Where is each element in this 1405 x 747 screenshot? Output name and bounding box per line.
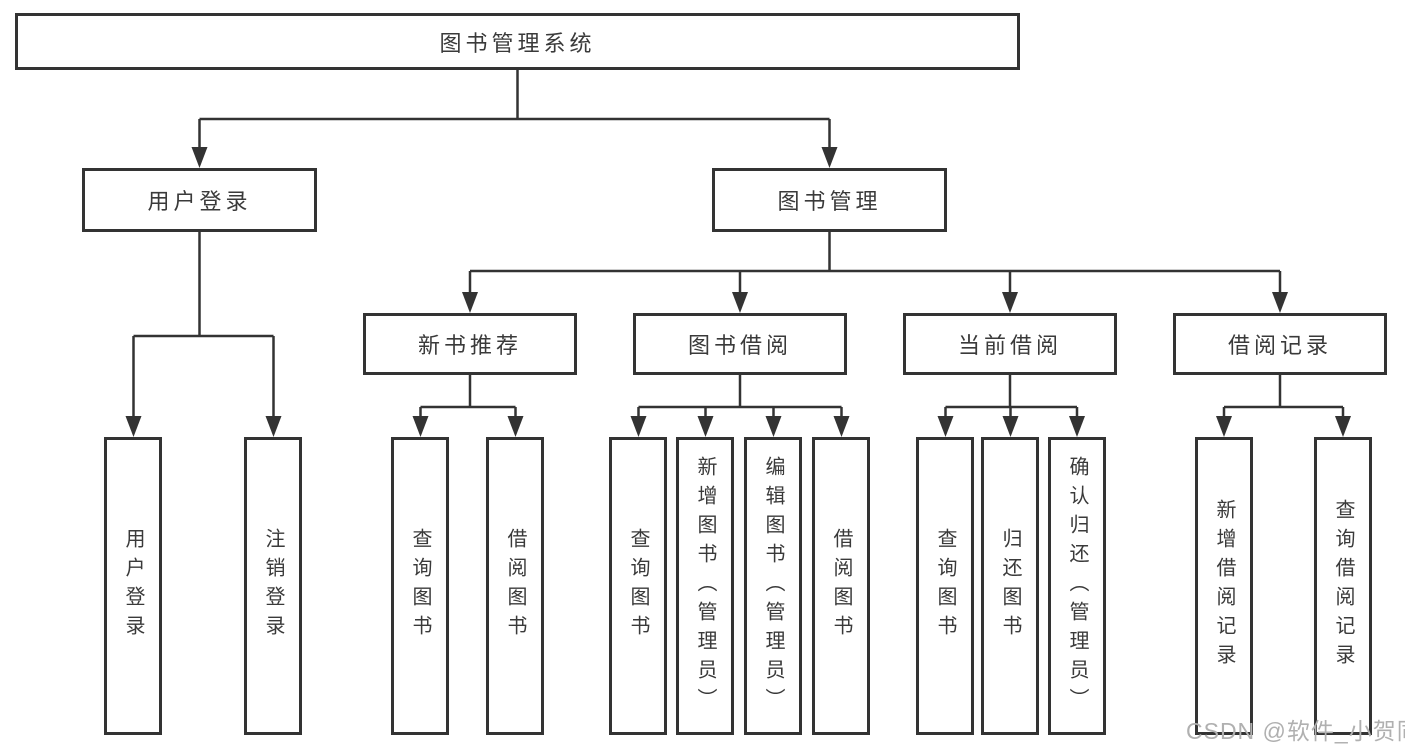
- arrow-down-icon: [821, 147, 838, 168]
- arrow-down-icon: [765, 416, 782, 437]
- node-borrow-records: 借阅记录: [1173, 313, 1387, 375]
- leaf-borrow-books-recommend: 借阅图书: [486, 437, 544, 735]
- arrow-down-icon: [1335, 416, 1351, 437]
- leaf-query-borrow-record: 查询借阅记录: [1314, 437, 1372, 735]
- leaf-user-login: 用户登录: [104, 437, 162, 735]
- node-new-book-recommend: 新书推荐: [363, 313, 577, 375]
- leaf-confirm-return-admin: 确认归还（管理员）: [1048, 437, 1106, 735]
- arrow-down-icon: [191, 147, 208, 168]
- leaf-add-books-admin: 新增图书（管理员）: [676, 437, 734, 735]
- arrow-down-icon: [1272, 292, 1288, 313]
- node-user-login: 用户登录: [82, 168, 317, 232]
- leaf-query-books-recommend: 查询图书: [391, 437, 449, 735]
- arrow-down-icon: [462, 292, 478, 313]
- arrow-down-icon: [1069, 416, 1085, 437]
- node-book-borrow: 图书借阅: [633, 313, 847, 375]
- connector-login-to-leaves: [132, 232, 275, 416]
- connector-records-to-leaves: [1222, 375, 1345, 416]
- arrow-down-icon: [1002, 416, 1019, 437]
- node-book-management: 图书管理: [712, 168, 947, 232]
- connector-borrow-to-leaves: [637, 375, 843, 416]
- node-library-management-system: 图书管理系统: [15, 13, 1020, 70]
- leaf-query-books-borrow: 查询图书: [609, 437, 667, 735]
- connector-recommend-to-leaves: [419, 375, 517, 416]
- arrow-down-icon: [125, 416, 142, 437]
- arrow-down-icon: [412, 416, 429, 437]
- arrow-down-icon: [507, 416, 524, 437]
- connector-mgmt-to-level2: [468, 232, 1282, 292]
- leaf-logout: 注销登录: [244, 437, 302, 735]
- leaf-edit-books-admin: 编辑图书（管理员）: [744, 437, 802, 735]
- connector-current-to-leaves: [944, 375, 1079, 416]
- leaf-borrow-books: 借阅图书: [812, 437, 870, 735]
- leaf-return-books: 归还图书: [981, 437, 1039, 735]
- arrow-down-icon: [1216, 416, 1232, 437]
- arrow-down-icon: [937, 416, 954, 437]
- arrow-down-icon: [697, 416, 714, 437]
- arrow-down-icon: [630, 416, 647, 437]
- arrow-down-icon: [732, 292, 748, 313]
- leaf-add-borrow-record: 新增借阅记录: [1195, 437, 1253, 735]
- arrow-down-icon: [1002, 292, 1018, 313]
- arrow-down-icon: [833, 416, 850, 437]
- leaf-query-books-current: 查询图书: [916, 437, 974, 735]
- arrow-down-icon: [265, 416, 282, 437]
- arrowheads: [125, 147, 1351, 437]
- connector-root-to-level1: [198, 70, 831, 148]
- node-current-borrow: 当前借阅: [903, 313, 1117, 375]
